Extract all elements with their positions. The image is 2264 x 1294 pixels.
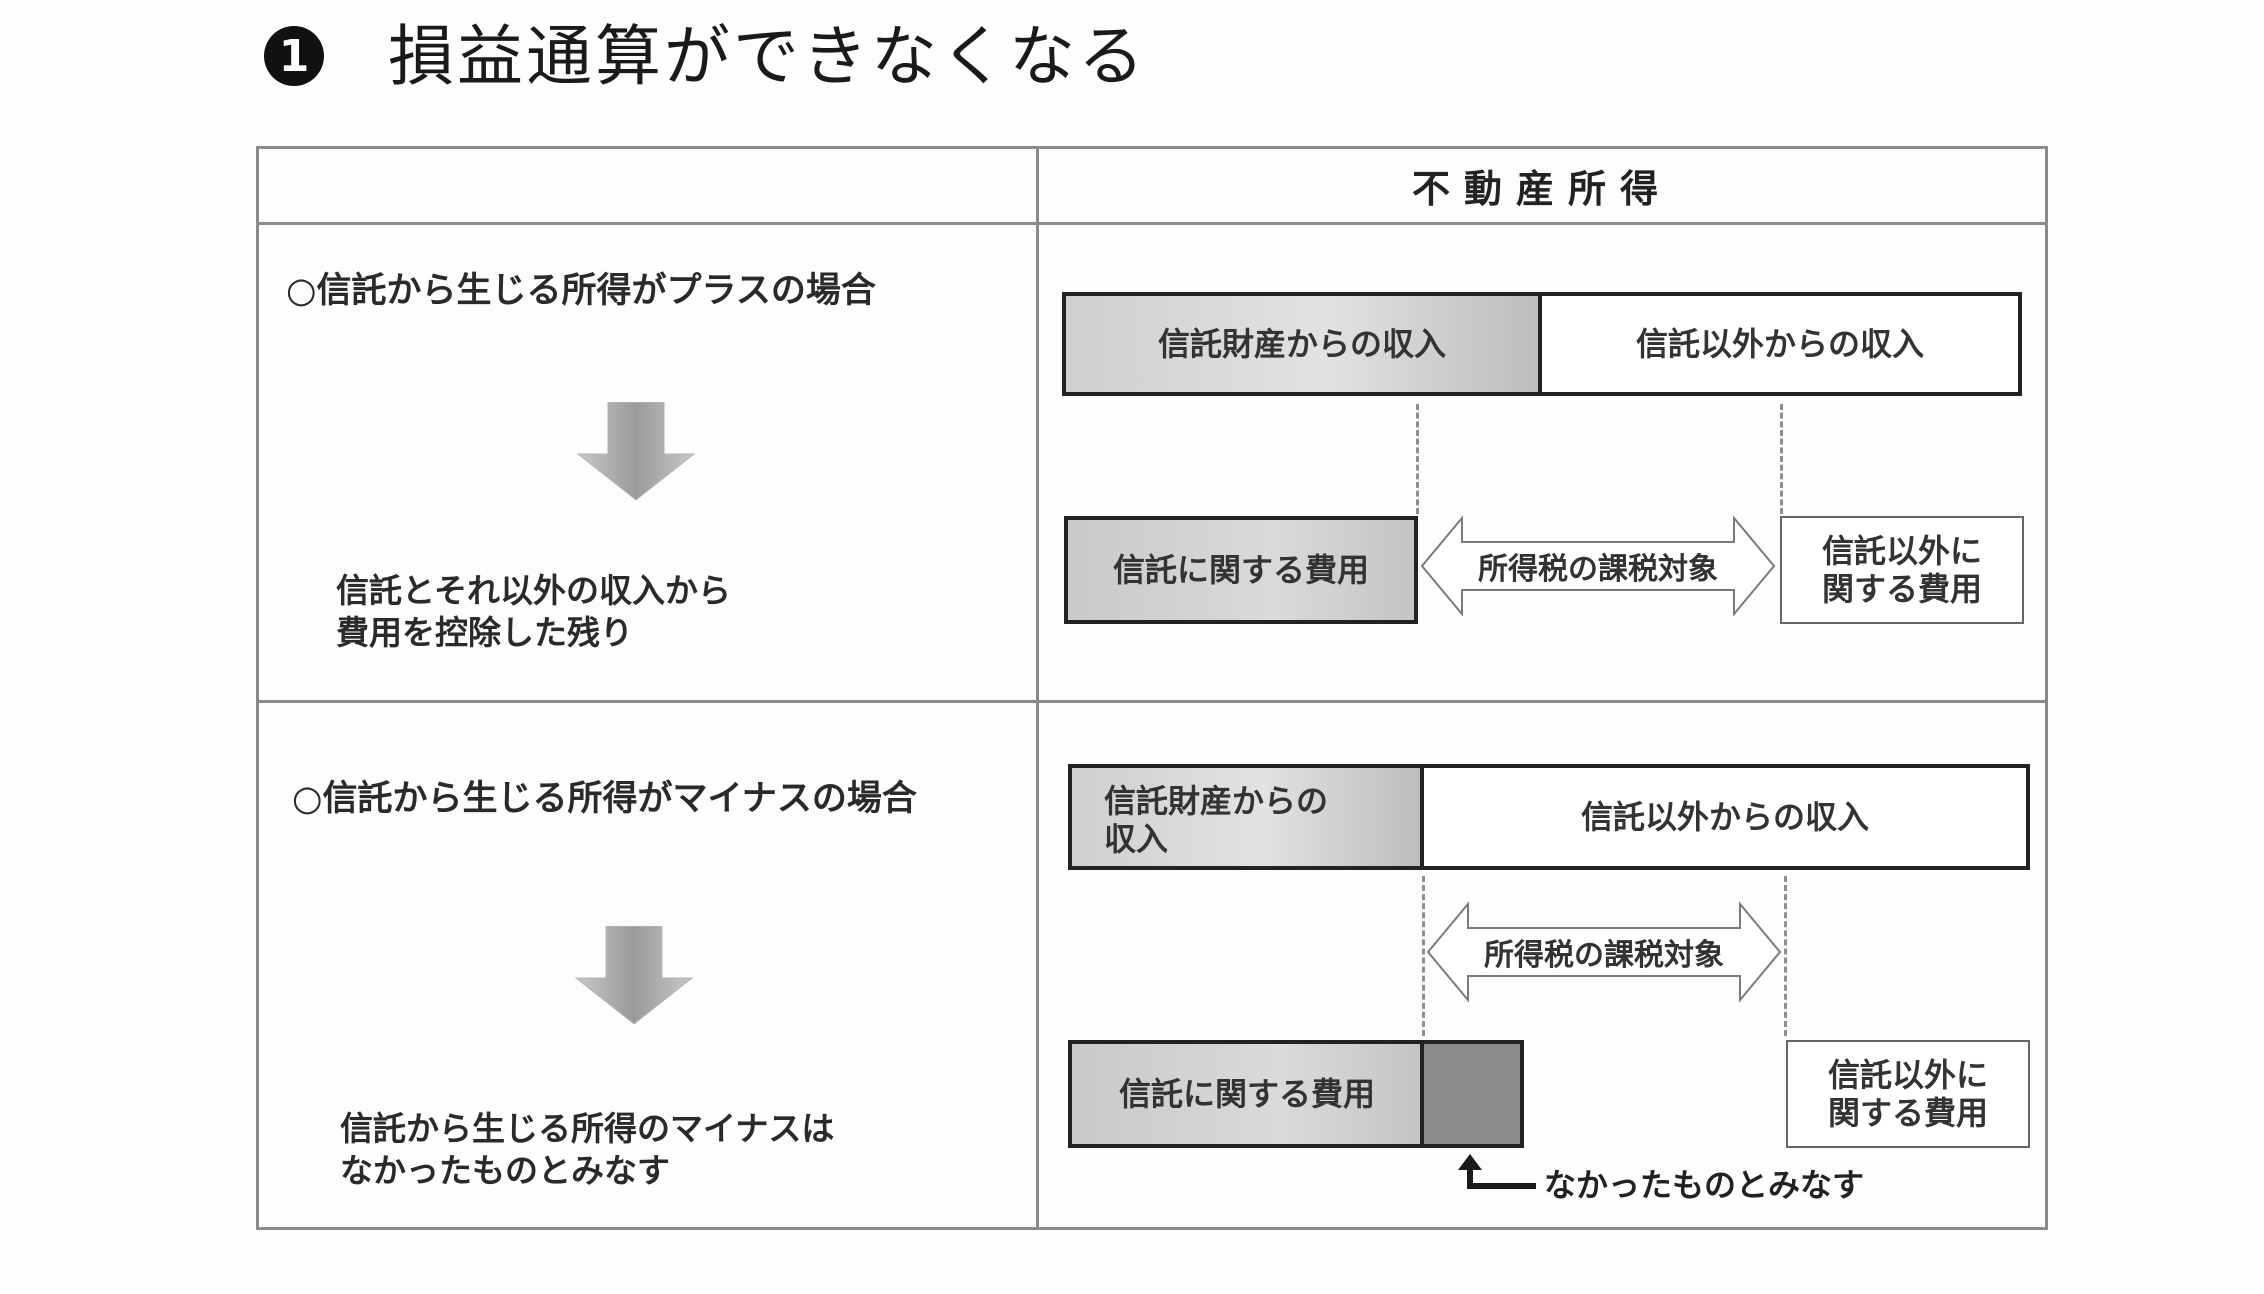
description-plus-line-1: 信託とそれ以外の収入から	[336, 571, 732, 610]
bent-arrow-icon	[1458, 1154, 1536, 1189]
income-trust-box-minus: 信託財産からの 収入	[1068, 764, 1424, 870]
description-minus-line-1: 信託から生じる所得のマイナスは	[340, 1109, 835, 1148]
expense-trust-box-minus: 信託に関する費用	[1068, 1040, 1426, 1148]
expense-other-box: 信託以外に 関する費用	[1780, 516, 2024, 624]
expense-other-label-line-1: 信託以外に	[1821, 532, 1982, 570]
expense-other-label-minus-line-1: 信託以外に	[1827, 1056, 1988, 1094]
expense-trust-box: 信託に関する費用	[1064, 516, 1418, 624]
double-arrow-icon	[1426, 901, 1782, 1003]
description-plus-line-2: 費用を控除した残り	[336, 613, 633, 652]
dashed-guide-right	[1780, 404, 1783, 514]
income-other-label-minus: 信託以外からの収入	[1580, 798, 1869, 836]
expense-other-label-line-2: 関する費用	[1821, 570, 1982, 608]
taxable-label-container-minus: 所得税の課税対象	[1426, 898, 1782, 1006]
heading-number-badge: 1	[264, 26, 324, 86]
down-arrow-icon	[574, 926, 694, 1025]
income-trust-label-line-2: 収入	[1104, 820, 1169, 858]
table-header-divider	[256, 222, 2048, 225]
income-other-label: 信託以外からの収入	[1635, 325, 1924, 363]
description-minus: 信託から生じる所得のマイナスは なかったものとみなす	[340, 1108, 834, 1192]
heading-title: 損益通算ができなくなる	[388, 18, 1147, 95]
expense-trust-label: 信託に関する費用	[1112, 551, 1369, 589]
header-real-estate-income: 不動産所得	[1411, 167, 1672, 211]
income-trust-label: 信託財産からの収入	[1157, 325, 1446, 363]
case-title-plus: ○信託から生じる所得がプラスの場合	[286, 271, 876, 311]
income-other-box-minus: 信託以外からの収入	[1420, 764, 2030, 870]
double-arrow-icon	[1420, 515, 1776, 617]
heading-number: 1	[278, 30, 310, 82]
income-other-box: 信託以外からの収入	[1538, 292, 2022, 396]
expense-other-label-minus-line-2: 関する費用	[1827, 1094, 1988, 1132]
down-arrow-icon	[576, 402, 696, 501]
income-trust-box: 信託財産からの収入	[1062, 292, 1542, 396]
deemed-loss-block	[1420, 1040, 1524, 1148]
dashed-guide-left	[1416, 404, 1419, 514]
dashed-guide-right-minus	[1784, 876, 1787, 1036]
deemed-none-note: なかったものとみなす	[1544, 1166, 1865, 1204]
description-plus: 信託とそれ以外の収入から 費用を控除した残り	[336, 570, 731, 654]
taxable-label-minus: 所得税の課税対象	[1484, 938, 1724, 973]
income-trust-label-line-1: 信託財産からの	[1104, 782, 1329, 820]
table-frame	[256, 146, 2048, 1230]
taxable-label: 所得税の課税対象	[1478, 552, 1718, 587]
table-header-cell: 不動産所得	[1039, 149, 2045, 222]
taxable-label-container: 所得税の課税対象	[1420, 512, 1776, 620]
expense-other-box-minus: 信託以外に 関する費用	[1786, 1040, 2030, 1148]
case-title-minus: ○信託から生じる所得がマイナスの場合	[292, 779, 917, 819]
description-minus-line-2: なかったものとみなす	[340, 1151, 670, 1190]
expense-trust-label-minus: 信託に関する費用	[1118, 1075, 1375, 1113]
dashed-guide-left-minus	[1422, 876, 1425, 1036]
table-column-divider	[1036, 146, 1039, 1230]
table-row-divider	[256, 700, 2048, 703]
